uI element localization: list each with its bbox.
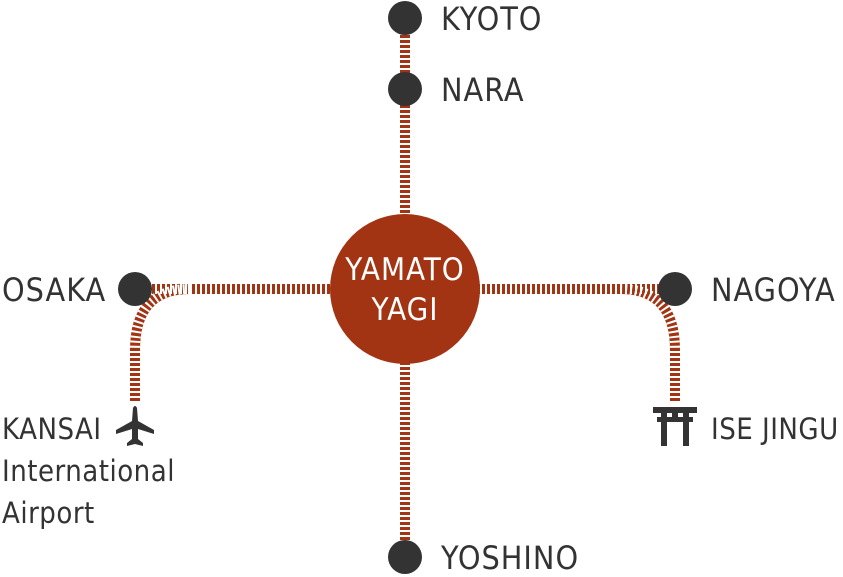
rail-kansai-branch xyxy=(130,284,191,402)
station-dot-nara[interactable] xyxy=(388,72,422,106)
station-dot-yoshino[interactable] xyxy=(388,540,422,574)
station-label-kansai: KANSAI International Airport xyxy=(2,408,175,534)
rail-lines xyxy=(130,18,680,557)
hub-label-line2: YAGI xyxy=(371,292,439,328)
kansai-label-line1: KANSAI xyxy=(2,412,102,446)
hub-label-line1: YAMATO xyxy=(345,252,465,288)
station-label-yoshino: YOSHINO xyxy=(441,539,580,577)
torii-gate-icon xyxy=(653,407,697,446)
station-label-osaka: OSAKA xyxy=(2,271,107,309)
station-dot-kyoto[interactable] xyxy=(388,1,422,35)
hub-label: YAMATO YAGI xyxy=(330,250,480,330)
rail-ise-branch xyxy=(619,284,680,402)
station-label-ise-jingu: ISE JINGU xyxy=(711,412,839,446)
station-label-nara: NARA xyxy=(441,71,525,109)
station-label-kyoto: KYOTO xyxy=(441,0,543,38)
station-dot-nagoya[interactable] xyxy=(658,272,692,306)
kansai-label-line2: International xyxy=(2,454,175,488)
station-dot-osaka[interactable] xyxy=(118,272,152,306)
airplane-icon xyxy=(116,406,154,446)
station-label-nagoya: NAGOYA xyxy=(711,271,836,309)
rail-ise-branch-stripes xyxy=(619,284,680,402)
kansai-label-line3: Airport xyxy=(2,496,95,530)
hub-circle xyxy=(330,214,480,364)
rail-kansai-branch-stripes xyxy=(130,284,191,402)
